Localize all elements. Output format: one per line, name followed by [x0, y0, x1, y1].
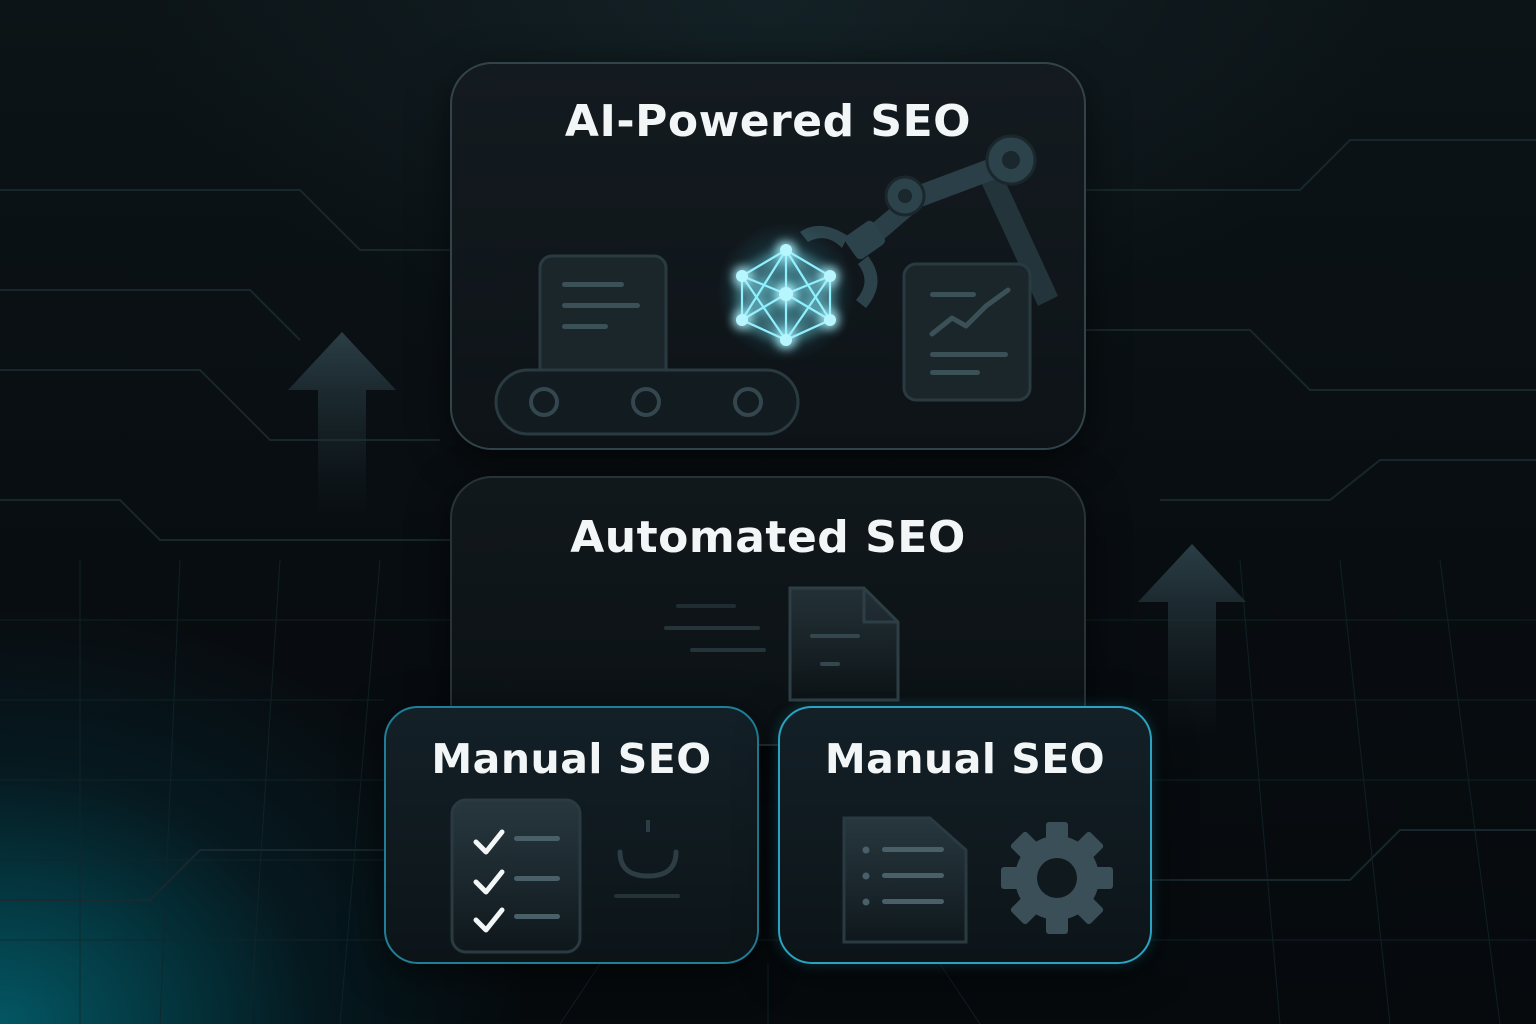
manual-seo-title-right: Manual SEO	[824, 735, 1106, 783]
up-arrow-icon	[1138, 544, 1246, 740]
up-arrow-icon	[288, 332, 396, 520]
ai-powered-seo-title: AI-Powered SEO	[564, 96, 972, 147]
automated-seo-title: Automated SEO	[570, 512, 966, 563]
manual-seo-title-left: Manual SEO	[431, 735, 712, 783]
automated-seo-card	[450, 476, 1086, 746]
